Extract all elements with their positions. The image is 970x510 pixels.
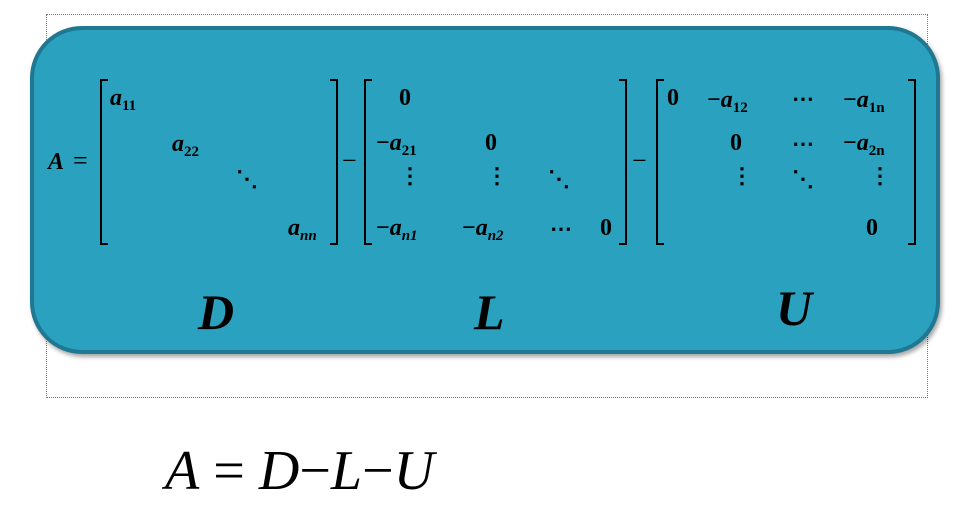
bracket-u-left	[656, 79, 664, 245]
l-entry-22: 0	[485, 130, 497, 156]
l-diagonal-dots: ⋱	[548, 166, 571, 191]
eq-minus-1: −	[299, 440, 331, 502]
bracket-d-left	[100, 79, 108, 245]
d-diagonal-dots: ⋱	[236, 166, 259, 191]
l-entry-21: −a21	[376, 130, 417, 159]
u-entry-22: 0	[730, 130, 742, 156]
lhs-matrix-a: A	[48, 149, 65, 175]
eq-d: D	[258, 440, 300, 502]
l-vertical-dots-2: ⋮	[486, 165, 508, 187]
decomposition-equation: A = D−L−U	[165, 443, 434, 499]
minus-sign-1: −	[342, 146, 357, 175]
eq-minus-2: −	[362, 440, 394, 502]
u-horizontal-dots-1: ⋯	[792, 86, 815, 111]
d-entry-11: a11	[110, 85, 137, 114]
u-entry-1n: −a1n	[843, 87, 885, 116]
u-vertical-dots-2: ⋮	[869, 165, 891, 187]
d-entry-nn: ann	[288, 215, 317, 244]
bracket-u-right	[908, 79, 916, 245]
bracket-l-right	[619, 79, 627, 245]
eq-a: A	[165, 440, 200, 502]
minus-sign-2: −	[632, 146, 647, 175]
bracket-l-left	[364, 79, 372, 245]
bracket-d-right	[330, 79, 338, 245]
u-entry-2n: −a2n	[843, 130, 885, 159]
l-entry-11: 0	[399, 85, 411, 111]
u-vertical-dots-1: ⋮	[731, 165, 753, 187]
u-entry-nn: 0	[866, 215, 878, 241]
label-l: L	[474, 284, 505, 340]
d-entry-22: a22	[172, 131, 199, 160]
u-entry-12: −a12	[707, 87, 748, 116]
u-diagonal-dots: ⋱	[792, 166, 815, 191]
eq-l: L	[330, 440, 363, 502]
l-entry-n1: −an1	[376, 215, 418, 244]
l-horizontal-dots: ⋯	[550, 216, 573, 241]
matrix-panel	[30, 26, 940, 354]
l-vertical-dots-1: ⋮	[399, 165, 421, 187]
label-u: U	[776, 280, 813, 336]
u-entry-11: 0	[667, 85, 679, 111]
l-entry-n2: −an2	[462, 215, 504, 244]
l-entry-nn: 0	[600, 215, 612, 241]
eq-u: U	[393, 440, 435, 502]
eq-equals: =	[213, 440, 245, 502]
u-horizontal-dots-2: ⋯	[792, 131, 815, 156]
label-d: D	[198, 284, 235, 340]
equals-sign: =	[73, 146, 88, 175]
